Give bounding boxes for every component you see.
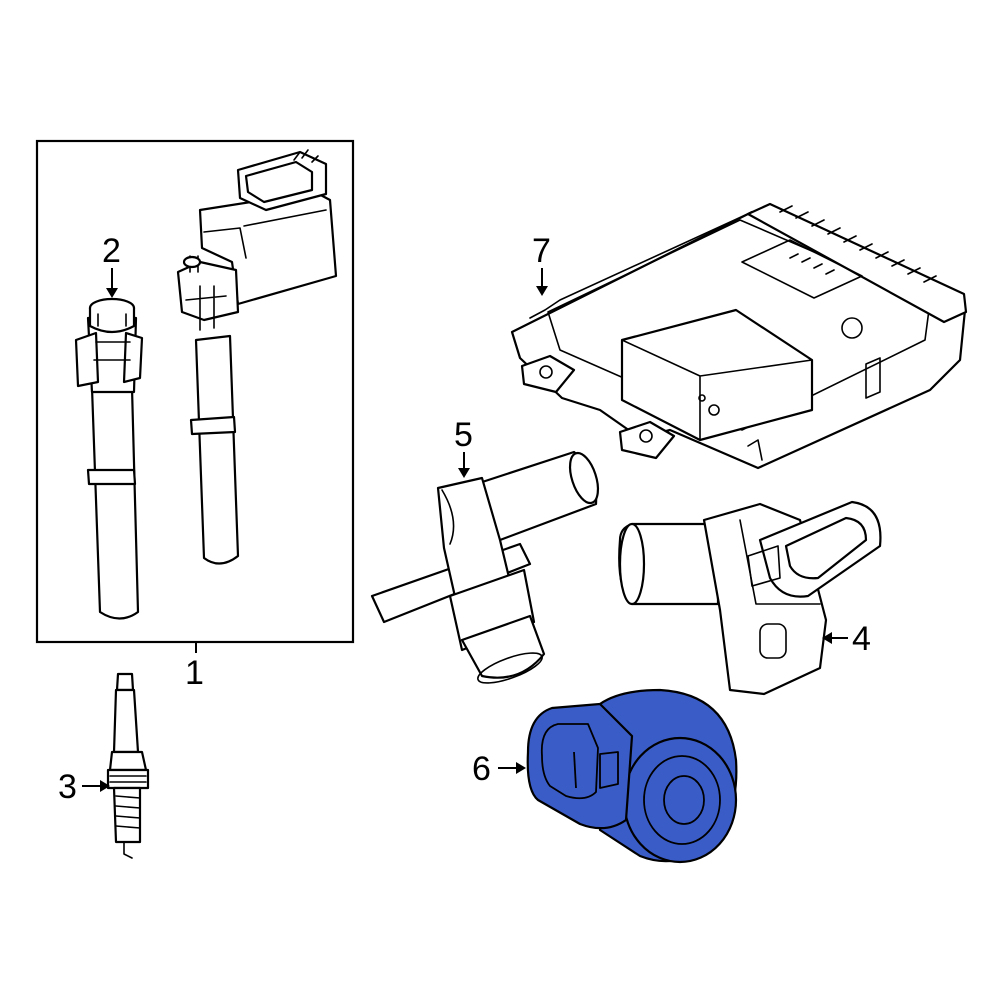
callout-7: 7 xyxy=(532,232,551,270)
callout-2: 2 xyxy=(102,232,121,270)
arrow-5-head xyxy=(458,468,470,478)
callout-6: 6 xyxy=(472,750,491,788)
callout-1: 1 xyxy=(185,654,204,692)
arrow-3-head xyxy=(100,780,110,792)
arrow-2-head xyxy=(106,288,118,298)
callout-3: 3 xyxy=(58,768,77,806)
arrow-4-head xyxy=(822,632,832,644)
arrow-7-head xyxy=(536,286,548,296)
camshaft-position-sensor[interactable] xyxy=(370,450,603,689)
crankshaft-position-sensor[interactable] xyxy=(618,500,882,696)
spark-plug[interactable] xyxy=(106,672,150,859)
ignition-coil-boot[interactable] xyxy=(74,297,144,620)
callout-4: 4 xyxy=(852,620,871,658)
ignition-coil[interactable] xyxy=(176,149,338,565)
knock-sensor[interactable] xyxy=(526,688,738,864)
engine-control-module[interactable] xyxy=(510,202,968,470)
callout-5: 5 xyxy=(454,416,473,454)
arrow-6-head xyxy=(516,762,526,774)
